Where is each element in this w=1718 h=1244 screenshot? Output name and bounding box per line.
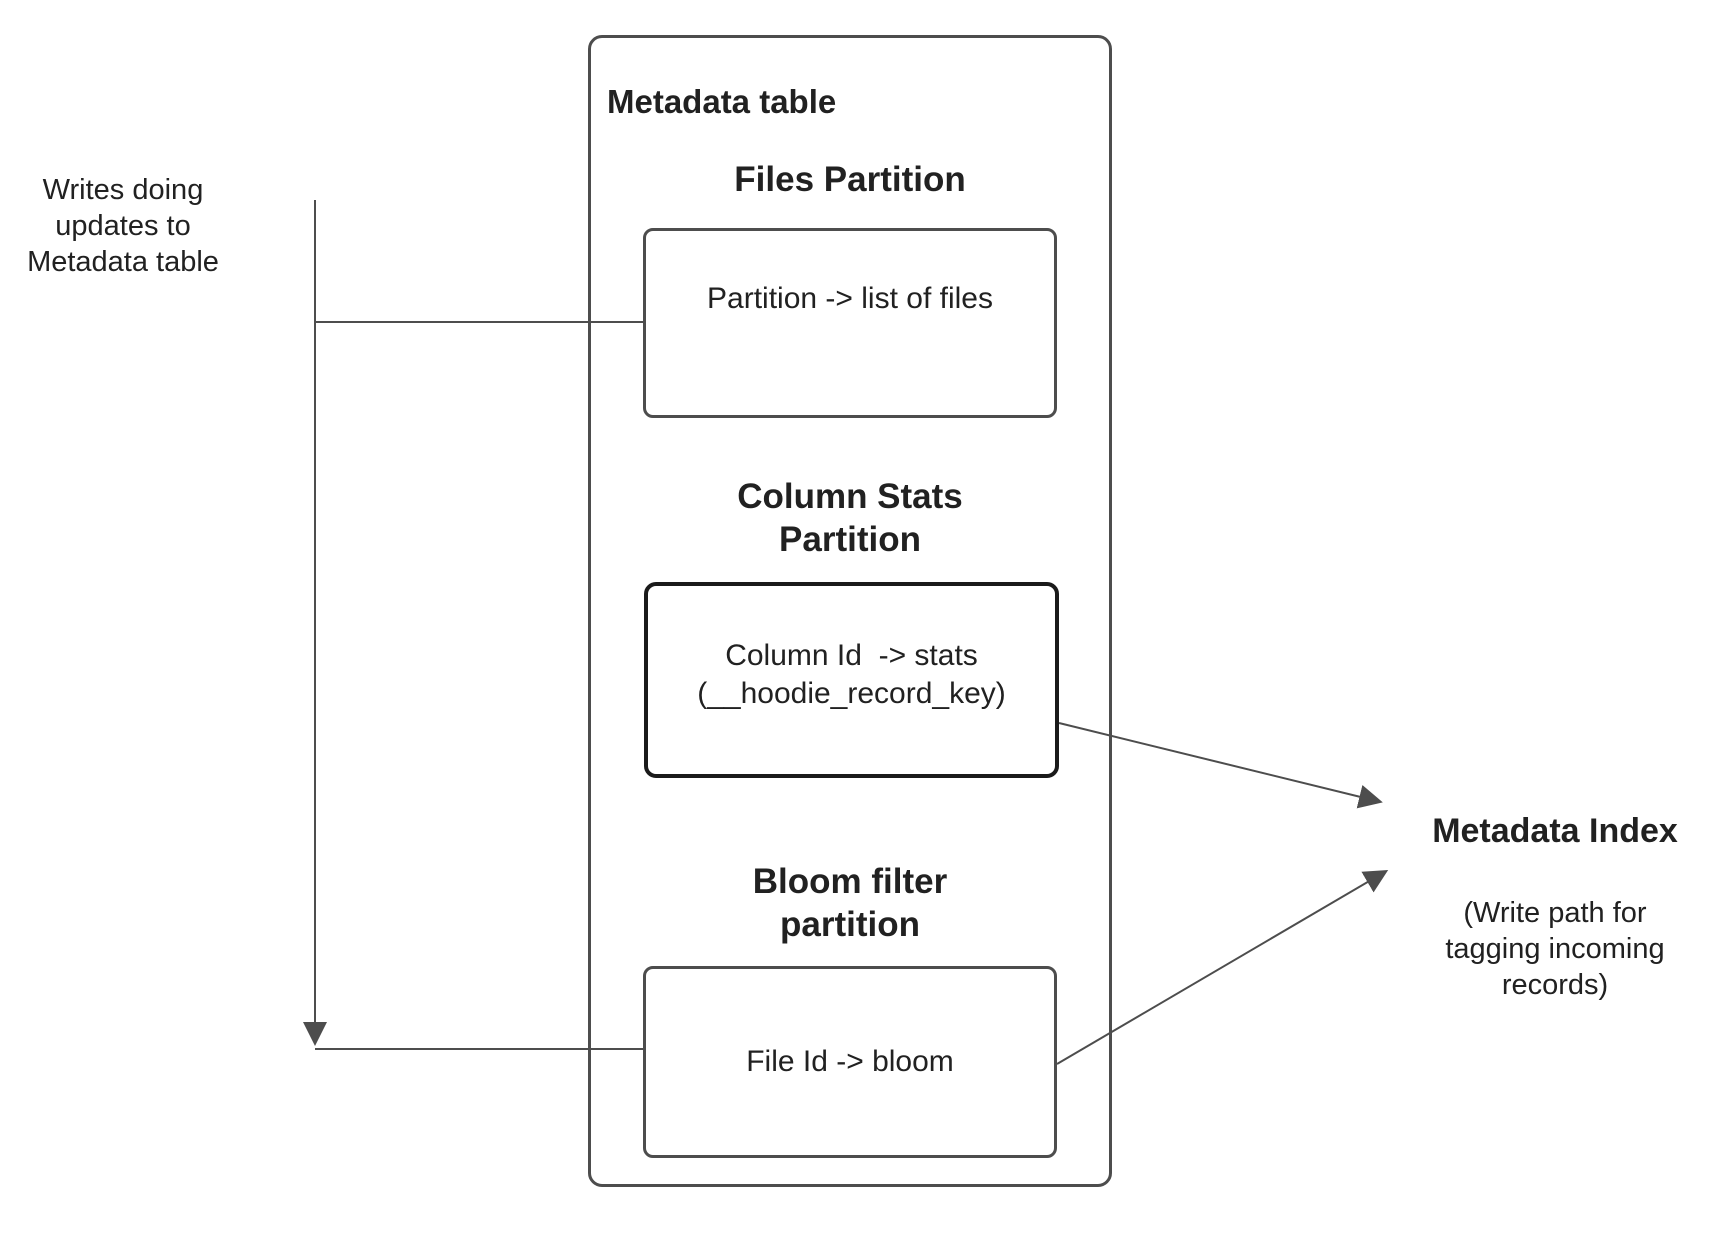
bloom-filter-heading-line: partition	[780, 905, 920, 944]
writes-note-line: Metadata table	[27, 246, 219, 278]
metadata-index-note: (Write path for tagging incoming records…	[1400, 895, 1710, 1003]
writes-note-line: updates to	[55, 210, 191, 242]
column-stats-partition-box: Column Id -> stats (__hoodie_record_key)	[644, 582, 1059, 778]
bloom-filter-partition-heading: Bloom filter partition	[643, 860, 1057, 946]
column-stats-heading-line: Column Stats	[737, 477, 963, 516]
bloom-filter-heading-line: Bloom filter	[752, 862, 948, 901]
metadata-table-title: Metadata table	[607, 83, 837, 120]
metadata-index-title: Metadata Index	[1432, 812, 1678, 850]
writes-note: Writes doing updates to Metadata table	[15, 172, 231, 280]
files-partition-body: Partition -> list of files	[707, 282, 993, 315]
column-stats-body-line: (__hoodie_record_key)	[697, 677, 1006, 710]
bloom-filter-partition-box: File Id -> bloom	[643, 966, 1057, 1158]
column-stats-heading-line: Partition	[779, 520, 921, 559]
files-partition-box: Partition -> list of files	[643, 228, 1057, 418]
column-stats-partition-heading: Column Stats Partition	[643, 475, 1057, 561]
bloom-filter-body: File Id -> bloom	[746, 1045, 954, 1078]
metadata-table-box	[588, 35, 1112, 1187]
metadata-index-note-line: (Write path for	[1463, 897, 1647, 929]
writes-note-line: Writes doing	[42, 174, 204, 206]
metadata-index-note-line: tagging incoming	[1445, 933, 1665, 965]
files-partition-heading: Files Partition	[734, 160, 966, 199]
metadata-index-note-line: records)	[1501, 969, 1609, 1001]
column-stats-body-line: Column Id -> stats	[725, 639, 978, 672]
